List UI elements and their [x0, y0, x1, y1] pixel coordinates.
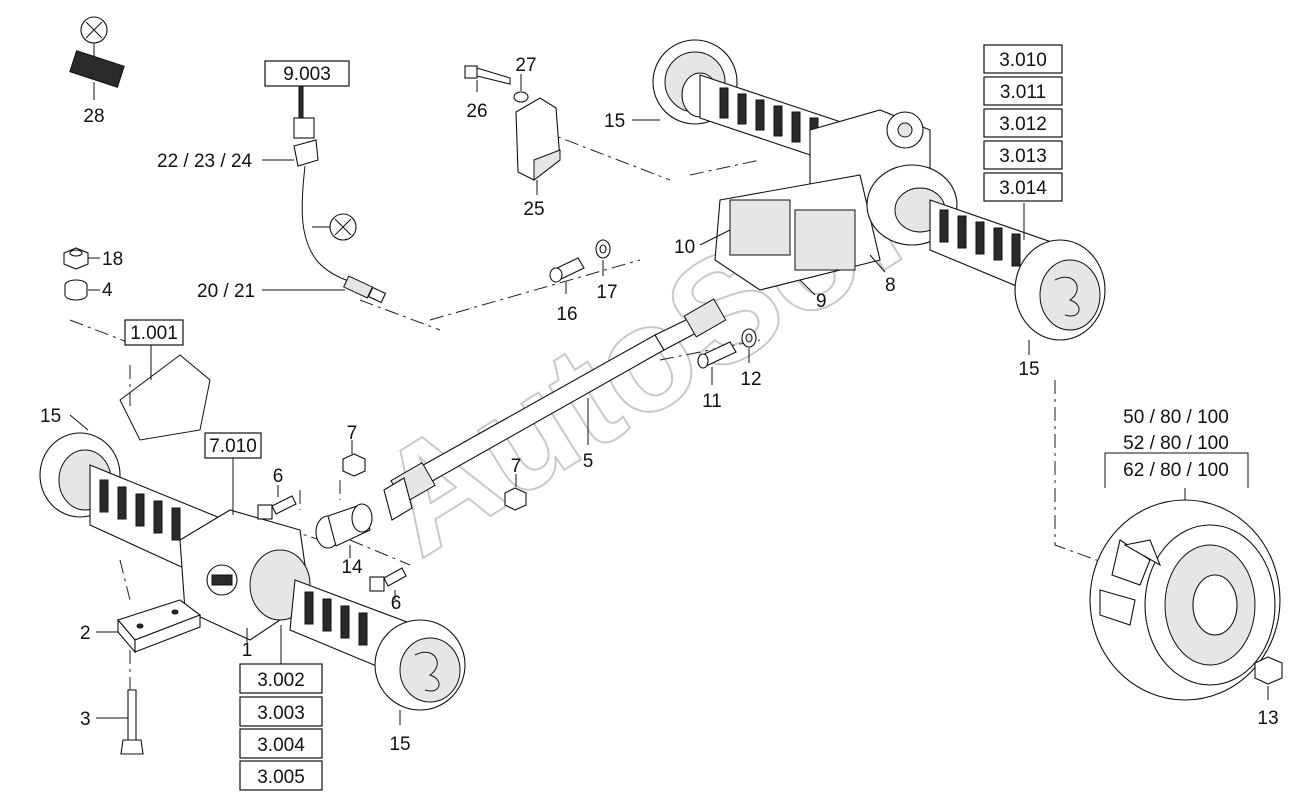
callout-3: 3 — [80, 709, 91, 730]
callout-6-upper: 6 — [273, 466, 284, 487]
front-fasteners: 6 6 7 14 2 3 — [80, 423, 407, 755]
ref-3011[interactable] — [983, 76, 1063, 106]
callout-1: 1 — [242, 640, 253, 661]
callout-27: 27 — [515, 55, 536, 76]
ref-3012[interactable] — [983, 108, 1063, 138]
callout-12: 12 — [740, 369, 761, 390]
callout-9: 9 — [816, 291, 827, 312]
callout-8: 8 — [885, 275, 896, 296]
callout-5: 5 — [583, 451, 594, 472]
ref-3014[interactable] — [983, 172, 1063, 202]
ref-3013[interactable] — [983, 140, 1063, 170]
wheel-tyre: 50 / 80 / 100 52 / 80 / 100 62 / 80 / 10… — [1089, 407, 1283, 729]
ref-3005[interactable] — [239, 760, 323, 791]
ref-1001-label: 1.001 — [130, 323, 178, 344]
ref-3004[interactable] — [239, 728, 323, 759]
ref-3014-label: 3.014 — [999, 178, 1047, 199]
callout-22-23-24: 22 / 23 / 24 — [157, 151, 253, 172]
sensor-cable-assembly: 9.003 22 / 23 / 24 20 / 21 — [157, 60, 387, 304]
nut-18-and-spacer-4: 18 4 — [63, 247, 123, 301]
ref-7010-label: 7.010 — [209, 436, 257, 457]
ref-3003[interactable] — [239, 696, 323, 727]
ref-3003-label: 3.003 — [257, 703, 305, 724]
callout-14: 14 — [341, 557, 363, 578]
ref-3002[interactable] — [239, 663, 323, 694]
ref-3010-label: 3.010 — [999, 50, 1047, 71]
front-axle: 1.001 15 15 1 — [39, 319, 466, 755]
callout-28: 28 — [83, 106, 104, 127]
ref-9003-label: 9.003 — [283, 64, 331, 85]
callout-13: 13 — [1257, 708, 1278, 729]
ref-3012-label: 3.012 — [999, 114, 1047, 135]
rear-axle: 15 15 10 9 8 — [604, 39, 1106, 380]
callout-10: 10 — [674, 237, 695, 258]
callout-4: 4 — [102, 280, 113, 301]
tyre-size-3: 62 / 80 / 100 — [1123, 460, 1229, 481]
ref-3010[interactable] — [983, 44, 1063, 74]
ref-3011-label: 3.011 — [1000, 82, 1046, 103]
rear-axle-refs: 3.010 3.011 3.012 3.013 3.014 — [983, 44, 1063, 240]
callout-15-front-left: 15 — [40, 406, 61, 427]
callout-20-21: 20 / 21 — [197, 281, 255, 302]
front-axle-refs: 3.002 3.003 3.004 3.005 — [239, 625, 323, 791]
callout-25: 25 — [523, 199, 544, 220]
ref-3004-label: 3.004 — [257, 735, 305, 756]
callout-16: 16 — [556, 304, 577, 325]
callout-15-rear-left: 15 — [604, 111, 625, 132]
ref-1001[interactable] — [124, 319, 184, 346]
tyre-size-2: 52 / 80 / 100 — [1123, 433, 1229, 454]
bracket-group: 26 27 25 — [464, 55, 561, 220]
callout-2: 2 — [80, 623, 91, 644]
callout-7-left: 7 — [347, 423, 358, 444]
ref-7010[interactable] — [204, 432, 262, 459]
callout-15-rear-right: 15 — [1018, 359, 1039, 380]
callout-17: 17 — [596, 282, 617, 303]
callout-26: 26 — [466, 101, 487, 122]
ref-3002-label: 3.002 — [257, 670, 305, 691]
callout-6-lower: 6 — [391, 593, 402, 614]
ref-3013-label: 3.013 — [999, 146, 1047, 167]
tyre-size-1: 50 / 80 / 100 — [1123, 407, 1229, 428]
callout-11: 11 — [702, 391, 722, 412]
ref-9003[interactable] — [264, 60, 350, 87]
callout-7-right: 7 — [511, 456, 522, 477]
drive-shaft: 5 11 12 7 — [383, 298, 762, 521]
bolt-16-washer-17: 16 17 — [549, 239, 618, 325]
callout-15-front-right: 15 — [389, 734, 410, 755]
callout-18: 18 — [102, 249, 123, 270]
threaded-stud-28: 28 — [69, 16, 125, 127]
ref-3005-label: 3.005 — [257, 767, 305, 788]
